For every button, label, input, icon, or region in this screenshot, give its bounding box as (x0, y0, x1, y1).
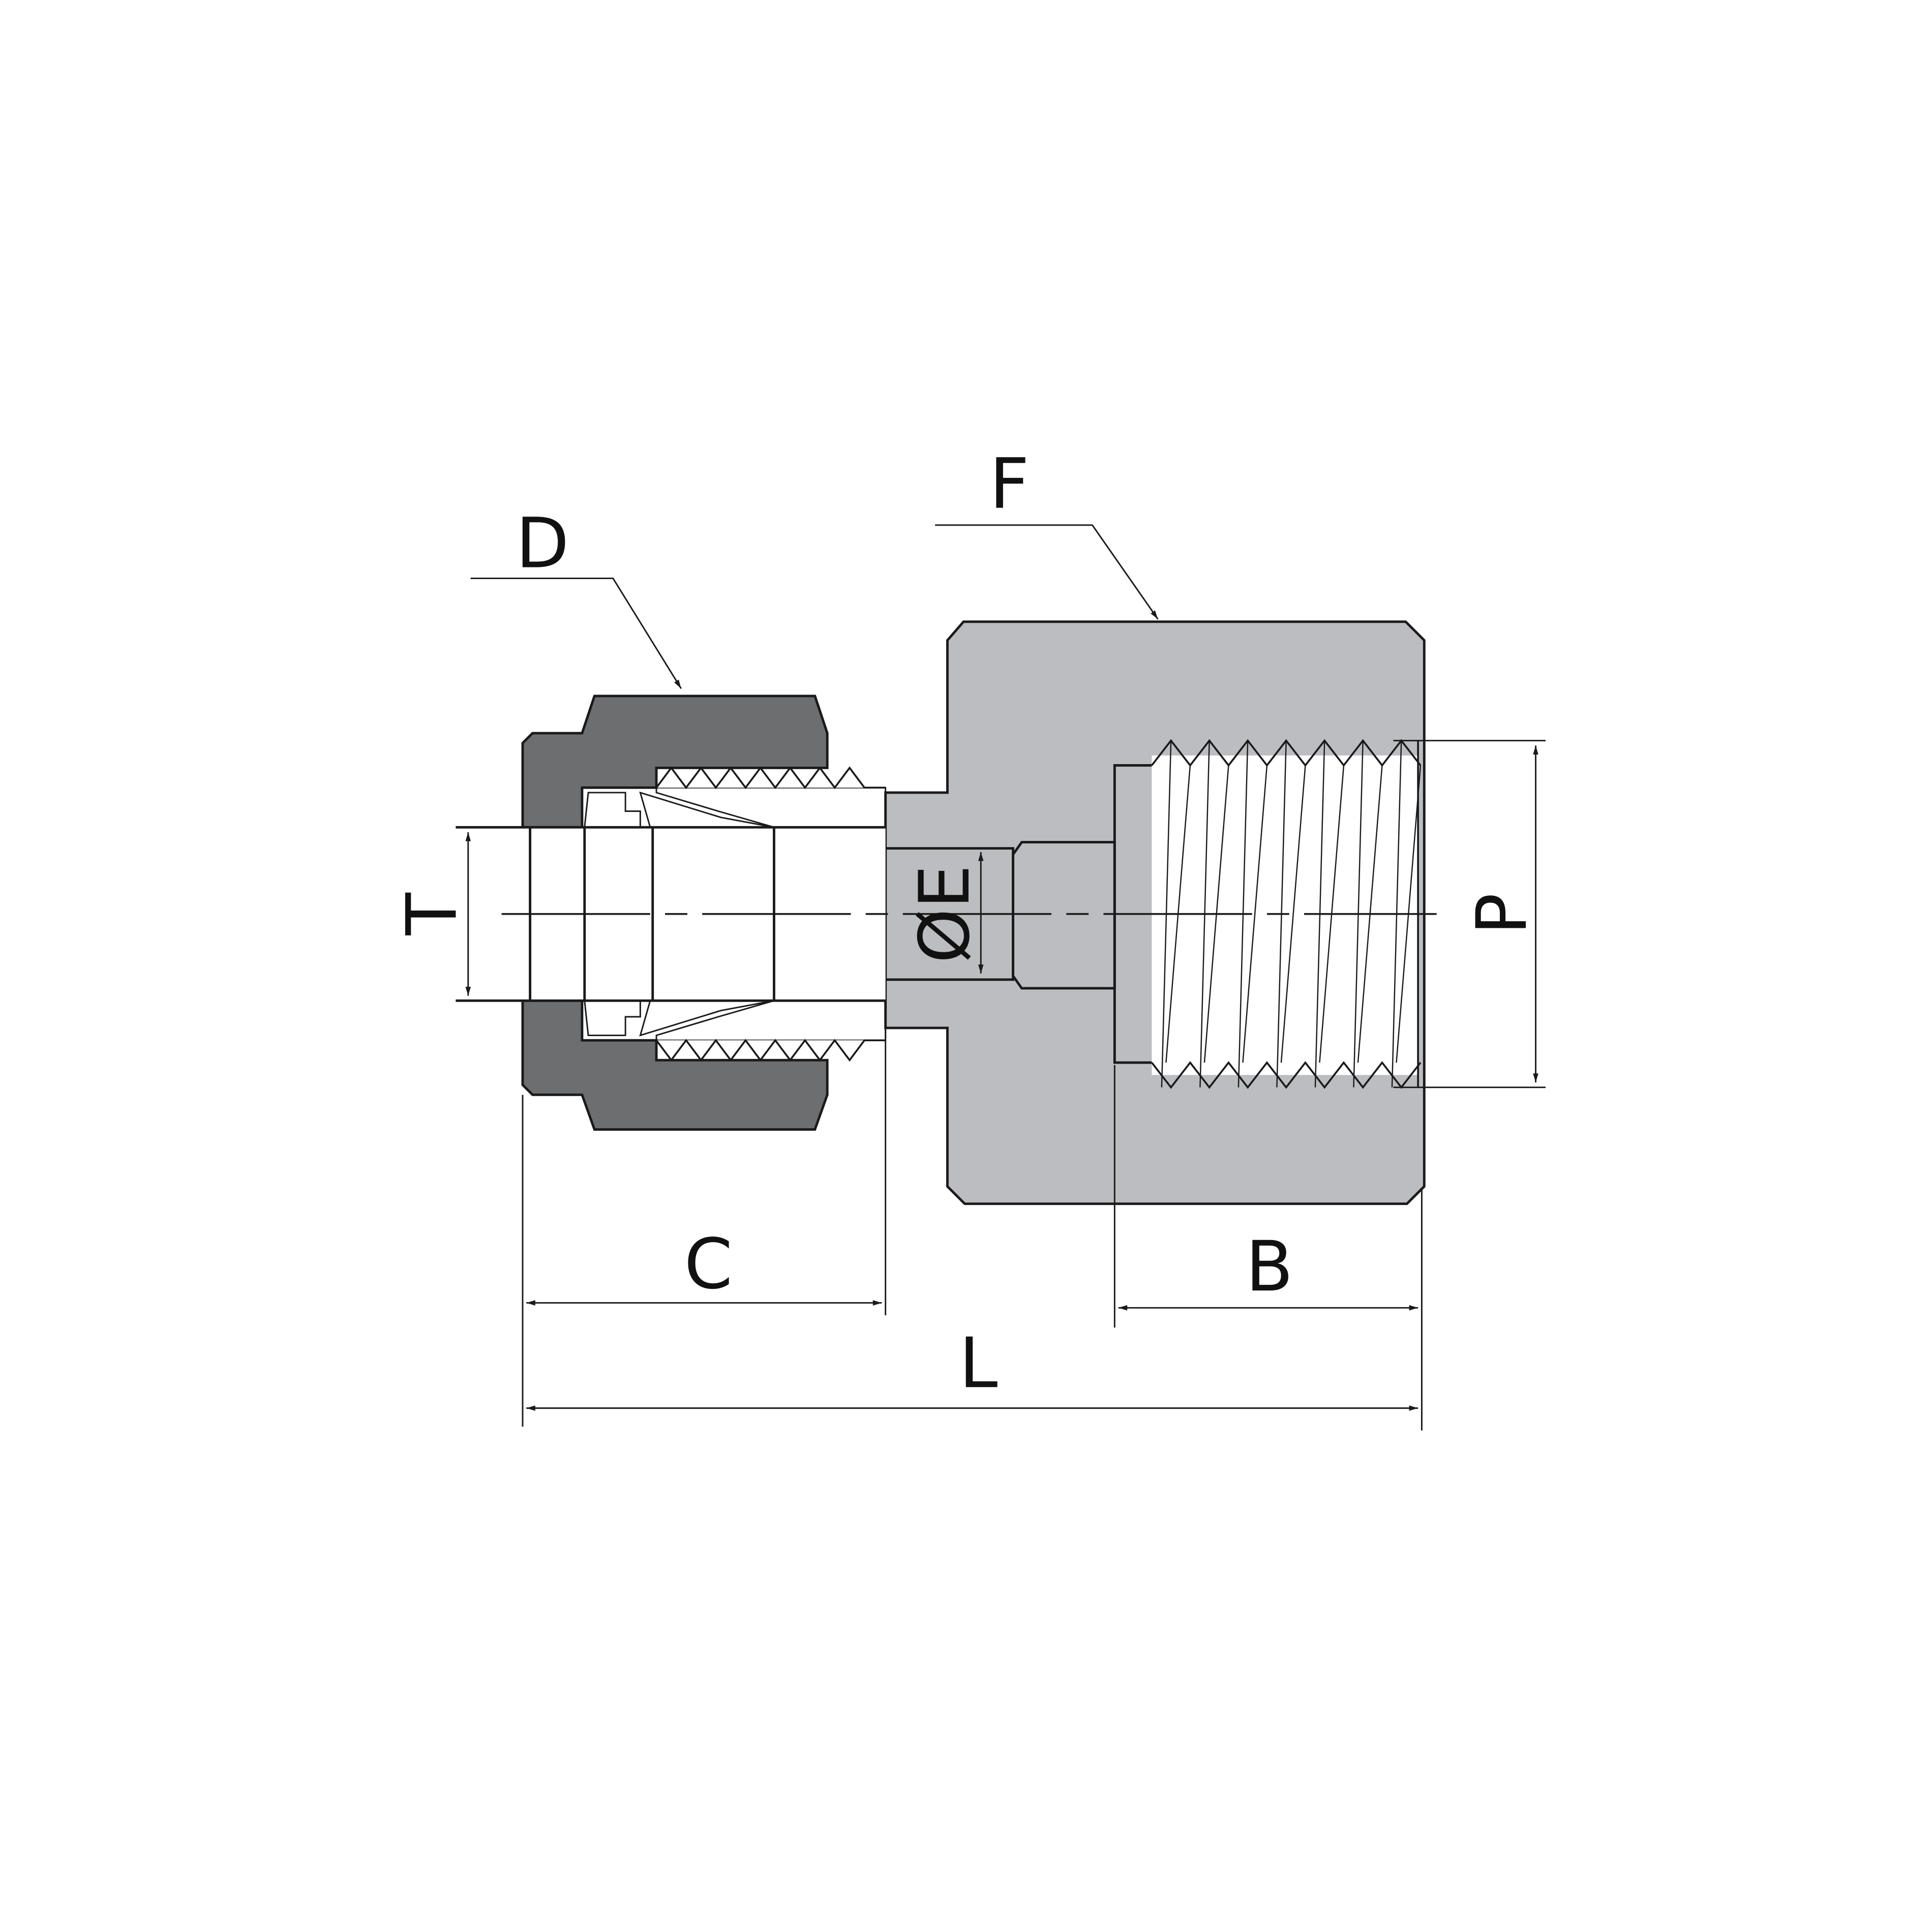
label-t: T (391, 892, 472, 935)
label-d: D (516, 503, 569, 584)
male-thread-bottom (655, 1039, 886, 1062)
label-p: P (1462, 893, 1543, 935)
thread-line (1242, 765, 1268, 1063)
label-c: C (684, 1224, 733, 1305)
dimension-lines (456, 740, 1546, 1431)
label-f: F (989, 444, 1029, 525)
male-thread-top (655, 766, 886, 790)
male-thread (655, 766, 886, 1062)
label-e: ØE (904, 865, 985, 963)
leader-d (470, 578, 682, 689)
label-b: B (1246, 1226, 1293, 1307)
thread-crest-bottom (1151, 1061, 1422, 1089)
thread-line (1280, 765, 1306, 1063)
leader-f (935, 524, 1159, 620)
label-l: L (959, 1323, 998, 1404)
